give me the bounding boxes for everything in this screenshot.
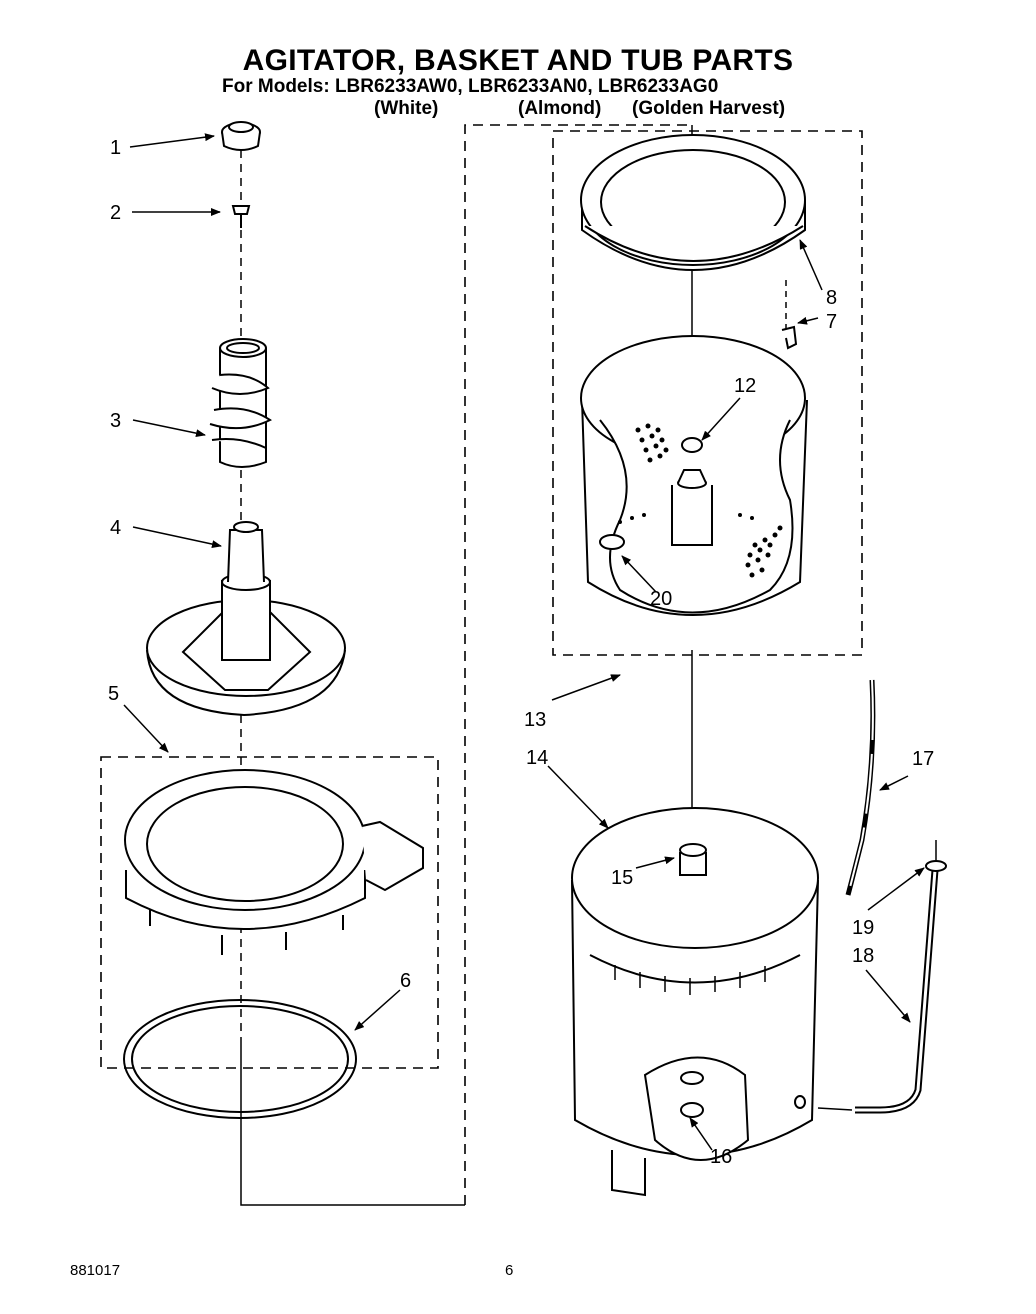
callout-4: 4	[110, 517, 121, 539]
callout-14: 14	[526, 747, 548, 769]
basket-ring-part	[124, 769, 424, 955]
callout-7: 7	[826, 311, 837, 333]
callout-8: 8	[826, 287, 837, 309]
callout-12: 12	[734, 375, 756, 397]
drain-hose-part	[855, 869, 939, 1114]
hose-clamp-part	[925, 860, 947, 872]
diagram-code: 881017	[70, 1262, 121, 1279]
tub-ring-group-box	[100, 756, 439, 1069]
callout-15: 15	[611, 867, 633, 889]
bracket-dashed-line	[464, 124, 692, 1205]
variant-golden-harvest: (Golden Harvest)	[632, 98, 786, 119]
callout-17: 17	[912, 748, 934, 770]
callout-1: 1	[110, 137, 121, 159]
callout-2: 2	[110, 202, 121, 224]
callout-18: 18	[852, 945, 874, 967]
callout-5: 5	[108, 683, 119, 705]
auger-part	[209, 338, 272, 468]
models-line: For Models: LBR6233AW0, LBR6233AN0, LBR6…	[222, 76, 719, 97]
callout-13: 13	[524, 709, 546, 731]
callout-3: 3	[110, 410, 121, 432]
callout-6: 6	[400, 970, 411, 992]
agitator-cap-part	[221, 121, 261, 151]
callout-16: 16	[710, 1146, 732, 1168]
callout-19: 19	[852, 917, 874, 939]
callout-20: 20	[650, 588, 672, 610]
page-number: 6	[505, 1262, 514, 1279]
basket-holes	[618, 423, 783, 578]
agitator-base-part	[146, 521, 346, 717]
seal-ring-part	[123, 999, 357, 1119]
outer-tub-part	[571, 807, 819, 1197]
variant-white: (White)	[374, 98, 439, 119]
variant-almond: (Almond)	[518, 98, 602, 119]
tub-ring-part	[580, 134, 806, 271]
page-title: AGITATOR, BASKET AND TUB PARTS	[242, 44, 794, 77]
basket-group-box	[552, 130, 863, 656]
tub-slots	[614, 965, 766, 995]
tub-bearing-part	[679, 843, 707, 876]
basket-part	[580, 335, 808, 616]
tub-ring-clip-part	[781, 325, 798, 350]
agitator-bolt-part	[231, 205, 251, 228]
